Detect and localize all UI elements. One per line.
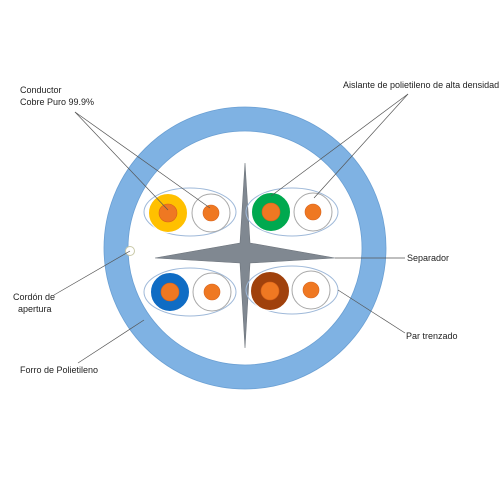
jacket-outer-edge <box>103 106 387 390</box>
pair-outline <box>143 267 237 317</box>
conductor-copper <box>261 202 281 222</box>
conductor-copper <box>302 281 320 299</box>
twisted-pair-orange <box>143 187 237 237</box>
label-conductor-line2: Cobre Puro 99.9% <box>20 97 94 107</box>
conductor-copper <box>203 283 221 301</box>
twisted-pair-blue <box>143 267 237 317</box>
pair-outline <box>245 187 339 237</box>
cross-separator <box>154 162 336 349</box>
label-par-trenzado: Par trenzado <box>406 331 458 341</box>
twisted-pair-green <box>245 187 339 237</box>
conductor-copper <box>304 203 322 221</box>
leader-aislante-b <box>313 93 409 199</box>
leader-conductor-a <box>74 111 169 211</box>
leader-forro <box>77 319 145 364</box>
label-conductor-line1: Conductor <box>20 85 62 95</box>
conductor-copper <box>260 281 280 301</box>
label-aislante: Aislante de polietileno de alta densidad <box>343 80 499 90</box>
label-cordon-line1: Cordón de <box>13 292 55 302</box>
leader-aislante-a <box>270 93 409 197</box>
label-forro: Forro de Polietileno <box>20 365 98 375</box>
pair-outline <box>143 187 237 237</box>
conductor-copper <box>160 282 180 302</box>
leader-conductor-b <box>74 111 211 209</box>
leader-cordon <box>53 250 131 296</box>
label-cordon-line2: apertura <box>18 304 52 314</box>
leader-par-trenzado <box>337 289 406 334</box>
conductor-copper <box>202 204 220 222</box>
conductor-copper <box>158 203 178 223</box>
label-separador: Separador <box>407 253 449 263</box>
